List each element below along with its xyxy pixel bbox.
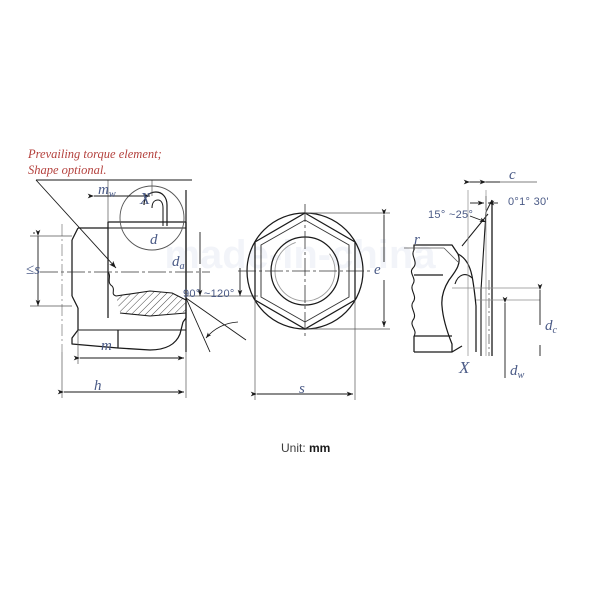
label-c: c xyxy=(509,167,516,183)
label-detail-X-left: X xyxy=(140,189,151,208)
label-angle-left: 15° ~25° xyxy=(428,209,474,221)
leader-r xyxy=(404,247,459,263)
label-da: da xyxy=(172,254,185,272)
label-s: s xyxy=(299,381,305,397)
dimension-angle-right xyxy=(470,196,498,210)
dimension-mw xyxy=(87,180,153,222)
dimension-e xyxy=(305,208,390,330)
label-d: d xyxy=(150,232,158,248)
watermark-group: made-in-china xyxy=(164,233,436,277)
label-m: m xyxy=(101,338,112,354)
label-s-max: ≤s xyxy=(26,262,41,278)
label-dc: dc xyxy=(545,318,558,336)
svg-text:made-in-china: made-in-china xyxy=(164,233,436,277)
dimension-h xyxy=(57,352,187,398)
chamfer-angle-leader xyxy=(185,297,247,353)
side-section-view xyxy=(40,185,210,352)
callout-note-line2: Shape optional. xyxy=(28,163,107,177)
label-e: e xyxy=(374,262,381,278)
label-dw: dw xyxy=(510,363,525,381)
label-angle-right: 0°1° 30' xyxy=(508,196,549,208)
label-r: r xyxy=(414,232,420,248)
dimension-da xyxy=(186,268,258,297)
label-detail-X-right: X xyxy=(459,358,470,377)
unit-note: Unit: mm xyxy=(281,441,331,455)
leader-angle-left xyxy=(469,215,487,223)
dimension-m xyxy=(73,330,187,364)
dimension-s-max xyxy=(30,229,72,307)
label-chamfer-angle: 90° ~120° xyxy=(183,288,235,300)
callout-note-line1: Prevailing torque element; xyxy=(28,147,162,161)
dimension-s xyxy=(250,300,356,400)
label-h: h xyxy=(94,378,102,394)
label-mw: mw xyxy=(98,182,116,200)
callout-leader xyxy=(35,179,192,269)
